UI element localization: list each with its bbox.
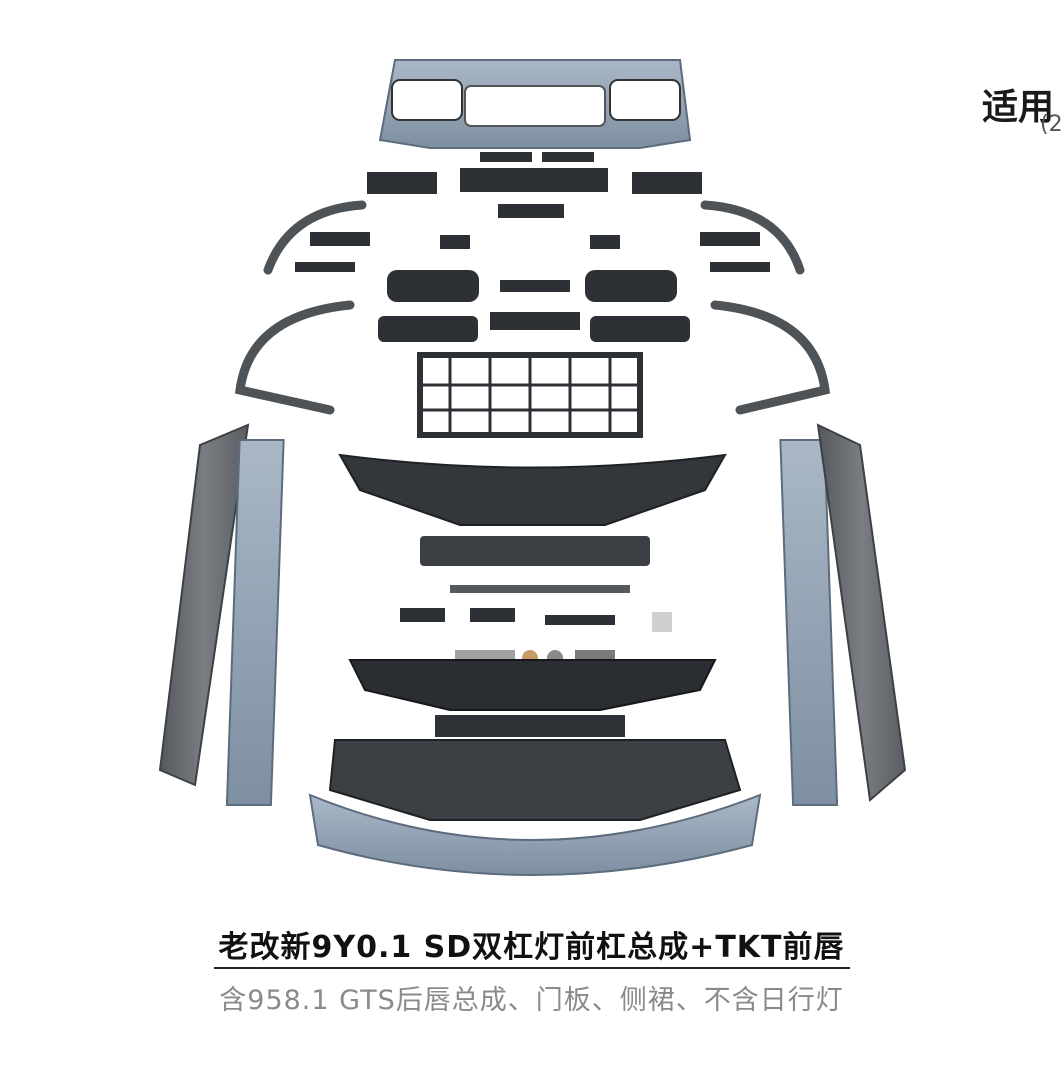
year-range: (2 <box>1040 112 1063 137</box>
front-bumper-top <box>378 59 692 149</box>
lower-grille-frame <box>417 352 643 438</box>
trim-strip <box>450 585 630 593</box>
rear-diffuser <box>348 659 717 737</box>
hardware-parts <box>400 608 672 666</box>
side-skirt-left <box>158 423 250 787</box>
wheel-arches-right <box>700 200 831 415</box>
applicable-label: 适用 <box>982 87 1055 128</box>
product-title: 老改新9Y0.1 SD双杠灯前杠总成+TKT前唇 <box>218 930 845 965</box>
grille-set <box>367 152 702 218</box>
front-lip <box>308 739 762 876</box>
small-parts <box>295 232 770 342</box>
lower-panel <box>420 536 650 566</box>
bumper-carrier <box>338 453 727 526</box>
door-panel-left <box>225 439 285 806</box>
wheel-arches-left <box>234 200 367 415</box>
side-skirt-right <box>816 423 907 802</box>
product-subtitle: 含958.1 GTS后唇总成、门板、侧裙、不含日行灯 <box>219 985 844 1016</box>
door-panel-right <box>779 439 839 806</box>
divider <box>214 967 850 969</box>
